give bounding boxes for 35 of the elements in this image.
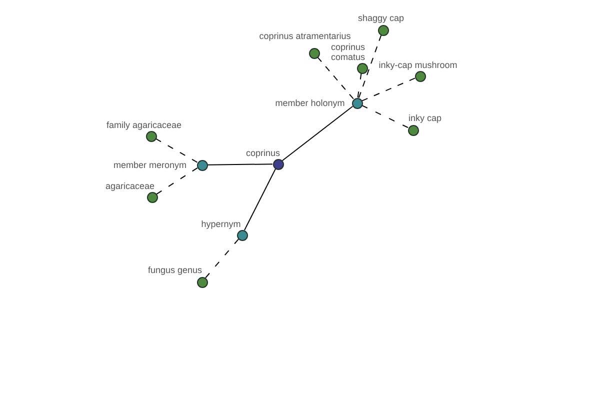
dashed-connector — [156, 167, 198, 195]
connector-line — [207, 164, 273, 166]
graph-node — [356, 62, 368, 74]
node-label: coprinus atramentarius — [259, 31, 351, 41]
dashed-connector — [361, 104, 409, 128]
node-label: agaricaceae — [105, 181, 155, 191]
graph-node — [272, 158, 284, 170]
dashed-connector — [317, 56, 354, 100]
node-label: inky cap — [408, 113, 442, 123]
node-label: member holonym — [275, 98, 345, 108]
dashed-connector — [358, 34, 382, 98]
node-label: member meronym — [114, 160, 186, 170]
dashed-connector — [357, 72, 362, 98]
node-label: coprinus — [246, 148, 280, 158]
dashed-connector — [362, 78, 416, 102]
node-label: fungus genus — [148, 265, 202, 275]
graph-node — [352, 98, 362, 108]
graph-node — [408, 124, 418, 136]
graph-node — [196, 276, 208, 288]
graph-node — [146, 130, 156, 142]
node-label: coprinus comatus — [330, 42, 366, 62]
node-label: shaggy cap — [358, 13, 404, 23]
graph-node — [196, 160, 208, 170]
graph-node — [414, 70, 426, 82]
graph-node — [236, 230, 248, 240]
connector-line — [282, 106, 354, 162]
node-label: inky-cap mushroom — [378, 60, 458, 70]
connector-line — [244, 168, 276, 231]
graph-node — [146, 192, 158, 202]
graph-node — [378, 24, 388, 36]
dashed-connector — [155, 138, 198, 163]
node-label: hypernym — [201, 219, 241, 229]
dashed-connector — [205, 238, 239, 278]
node-label: family agaricaceae — [106, 120, 182, 130]
graph-node — [308, 48, 320, 58]
